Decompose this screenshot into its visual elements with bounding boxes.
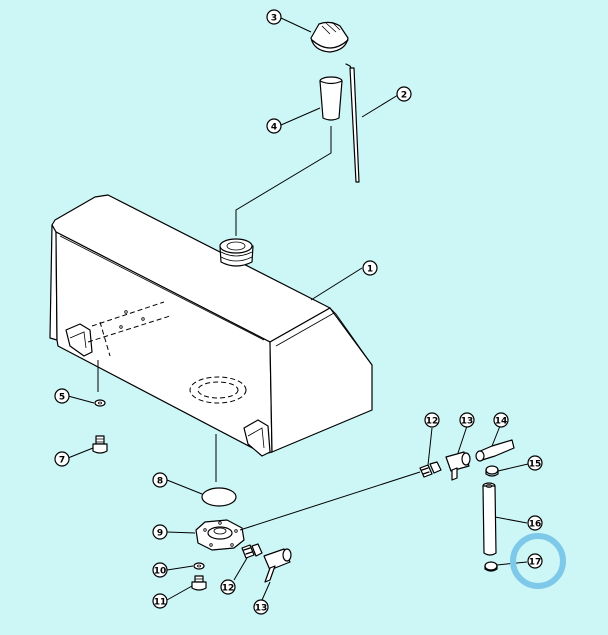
svg-text:10: 10 — [154, 567, 167, 577]
part-gasket-8 — [201, 487, 237, 507]
svg-text:13: 13 — [461, 417, 474, 427]
callout-13-upper: 13 — [459, 412, 475, 428]
callout-9: 9 — [152, 524, 168, 540]
svg-text:3: 3 — [271, 14, 277, 24]
callout-17: 17 — [527, 553, 543, 569]
part-hose-16 — [482, 482, 497, 556]
callout-11: 11 — [152, 593, 168, 609]
svg-text:11: 11 — [154, 598, 167, 608]
part-washer-5 — [94, 399, 106, 407]
callout-10: 10 — [152, 562, 168, 578]
callout-4: 4 — [266, 118, 282, 134]
assembly-line-strainer — [235, 126, 332, 236]
part-clamp-17 — [484, 561, 498, 572]
part-gauge-rod — [345, 63, 360, 183]
part-filler-strainer — [319, 76, 343, 121]
part-connector-14 — [475, 439, 515, 462]
part-elbow-13-upper — [445, 451, 471, 481]
callout-13-lower: 13 — [253, 599, 269, 615]
callout-8: 8 — [152, 472, 168, 488]
callout-12-upper: 12 — [424, 412, 440, 428]
part-fitting-12-upper — [419, 461, 442, 478]
highlight-ring — [510, 533, 566, 589]
svg-text:4: 4 — [271, 123, 277, 133]
svg-text:12: 12 — [222, 584, 235, 594]
part-elbow-13-lower — [263, 548, 292, 583]
part-clamp-15 — [485, 465, 499, 477]
callout-3: 3 — [266, 9, 282, 25]
svg-text:12: 12 — [426, 417, 439, 427]
part-washer-10 — [193, 562, 205, 570]
part-bolt-7 — [92, 435, 108, 454]
svg-text:14: 14 — [495, 417, 508, 427]
callout-15: 15 — [527, 455, 543, 471]
callout-1: 1 — [362, 260, 378, 276]
part-outlet-flange-9 — [195, 519, 245, 551]
part-bolt-11 — [191, 575, 207, 591]
svg-text:8: 8 — [157, 477, 163, 487]
svg-text:13: 13 — [255, 604, 268, 614]
svg-text:5: 5 — [59, 393, 65, 403]
assembly-line-fuel-line — [239, 471, 421, 531]
part-filler-cap — [310, 21, 349, 53]
svg-text:9: 9 — [157, 529, 163, 539]
callout-14: 14 — [493, 412, 509, 428]
callout-5: 5 — [54, 388, 70, 404]
callout-16: 16 — [527, 515, 543, 531]
callout-12-lower: 12 — [220, 579, 236, 595]
svg-text:17: 17 — [529, 558, 542, 568]
svg-text:2: 2 — [401, 91, 407, 101]
svg-text:1: 1 — [367, 265, 373, 275]
svg-text:16: 16 — [529, 520, 542, 530]
part-fuel-tank — [49, 194, 373, 457]
svg-text:7: 7 — [59, 456, 65, 466]
callout-7: 7 — [54, 451, 70, 467]
part-fitting-12-lower — [241, 543, 263, 559]
svg-text:15: 15 — [529, 460, 542, 470]
callout-2: 2 — [396, 86, 412, 102]
